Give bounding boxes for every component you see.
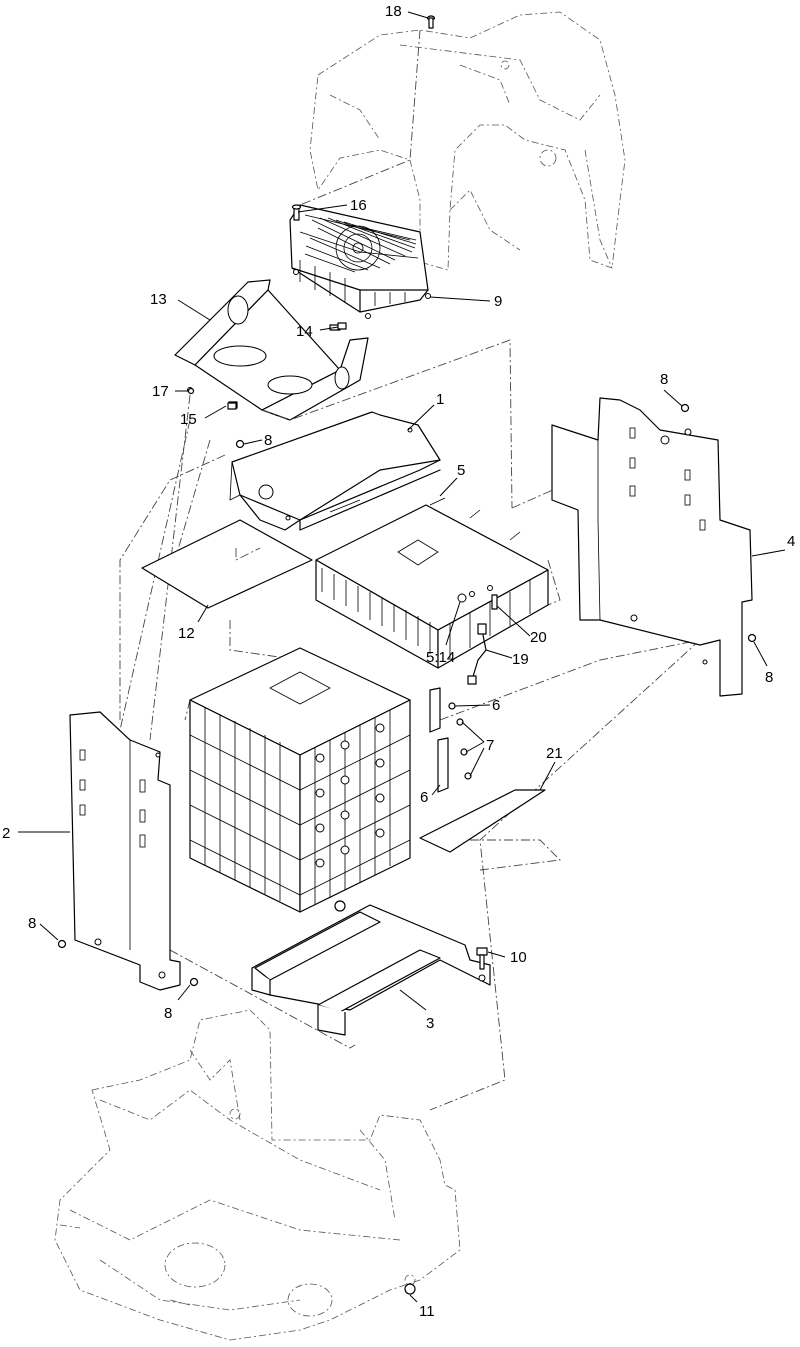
callout-16: 16: [350, 197, 367, 214]
callout-15: 15: [180, 411, 197, 428]
callout-20: 20: [530, 629, 547, 646]
callout-6-lower: 6: [420, 789, 428, 806]
lower-chassis-phantom: [54, 1009, 461, 1341]
insulation-pad: [141, 519, 313, 609]
callout-labels: 1 2 3 4 5 5:14 6 6 7 8 8 8 8 8 9 10 11 1…: [2, 3, 795, 1320]
callout-19: 19: [512, 651, 529, 668]
callout-5: 5: [457, 462, 465, 479]
callout-8-right-top: 8: [660, 371, 668, 388]
callout-8-right-bottom: 8: [765, 669, 773, 686]
callout-13: 13: [150, 291, 167, 308]
battery-base-frame: [251, 900, 491, 1036]
callout-18: 18: [385, 3, 402, 20]
callout-3: 3: [426, 1015, 434, 1032]
callout-11: 11: [419, 1303, 435, 1320]
upper-body-phantom: [309, 11, 626, 271]
callout-8-cover: 8: [264, 432, 272, 449]
callout-14: 14: [296, 323, 313, 340]
callout-8-left-bottom: 8: [164, 1005, 172, 1022]
bolt-10: [476, 947, 488, 970]
callout-4: 4: [787, 533, 795, 550]
main-battery-stack: [189, 647, 411, 913]
upper-battery-module: [315, 497, 549, 669]
terminal-brackets: [429, 687, 472, 793]
callout-6-upper: 6: [492, 697, 500, 714]
left-side-panel: [69, 711, 181, 991]
bolt-16: [291, 204, 302, 221]
callout-21: 21: [546, 745, 563, 762]
callout-8-left: 8: [28, 915, 36, 932]
callout-7: 7: [486, 737, 494, 754]
callout-10: 10: [510, 949, 527, 966]
small-fasteners: [187, 322, 347, 410]
callout-9: 9: [494, 293, 502, 310]
callout-2: 2: [2, 825, 10, 842]
callout-17: 17: [152, 383, 169, 400]
right-side-panel: [551, 397, 753, 697]
cable-and-sensor: [467, 623, 487, 685]
charger-unit: [289, 204, 431, 319]
bolts-8: [57, 403, 757, 987]
callout-12: 12: [178, 625, 195, 642]
callout-5-14: 5:14: [426, 649, 455, 666]
charger-bracket: [174, 279, 369, 421]
bolt-11: [404, 1283, 416, 1295]
bolt-18: [426, 15, 436, 29]
lower-pad: [419, 789, 546, 853]
leader-lines: [18, 11, 786, 1303]
callout-1: 1: [436, 391, 444, 408]
